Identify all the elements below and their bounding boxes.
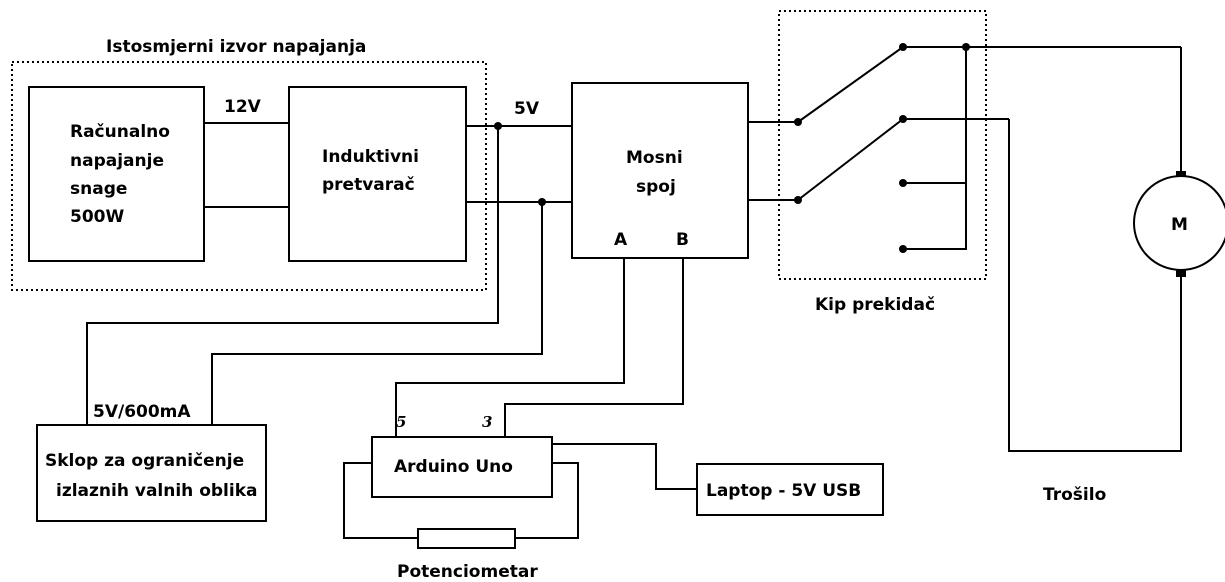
switch-label: Kip prekidač <box>815 295 935 315</box>
toggle-switch-boundary <box>778 10 987 280</box>
arduino-pin-3-label: 3 <box>482 413 492 431</box>
limiter-label-line-1: Sklop za ograničenje <box>45 451 244 471</box>
motor-symbol <box>1133 175 1225 271</box>
bridge-pin-a-label: A <box>614 230 628 250</box>
psu-label-line-2: napajanje <box>70 151 164 171</box>
wire-arduino-to-laptop <box>552 443 697 490</box>
voltage-5v-label: 5V <box>514 99 540 119</box>
voltage-12v-label: 12V <box>224 97 262 117</box>
dc-source-title: Istosmjerni izvor napajanja <box>106 37 366 57</box>
psu-block <box>28 86 205 262</box>
limiter-label-line-2: izlaznih valnih oblika <box>56 481 257 501</box>
wires-bridge-to-arduino <box>395 258 684 437</box>
junction-nodes <box>494 43 970 253</box>
switch-contacts <box>797 46 1181 250</box>
psu-label-line-1: Računalno <box>70 122 170 142</box>
wires-potentiometer-loop <box>343 462 579 539</box>
limiter-supply-label: 5V/600mA <box>93 402 191 422</box>
motor-label: M <box>1171 215 1188 235</box>
wires-bridge-to-switch <box>748 121 798 201</box>
psu-label-line-3: snage <box>70 179 127 199</box>
bridge-label-line-2: spoj <box>636 177 676 197</box>
converter-block <box>288 86 467 262</box>
arduino-pin-5-label: 5 <box>396 413 406 431</box>
wires-converter-to-bridge <box>466 125 572 203</box>
converter-label-line-1: Induktivni <box>322 147 419 167</box>
wires-limiter-supply <box>86 126 543 425</box>
arduino-block <box>371 436 553 498</box>
limiter-block <box>36 424 267 522</box>
arduino-label: Arduino Uno <box>394 457 513 477</box>
converter-label-line-2: pretvarač <box>322 175 415 195</box>
psu-label-line-4: 500W <box>70 207 124 227</box>
bridge-label-line-1: Mosni <box>626 148 683 168</box>
dc-source-group-boundary <box>11 61 487 291</box>
load-label: Trošilo <box>1043 485 1106 505</box>
bridge-pin-b-label: B <box>676 230 689 250</box>
laptop-label: Laptop - 5V USB <box>706 481 861 501</box>
laptop-block <box>696 463 884 516</box>
bridge-block <box>571 82 749 259</box>
potentiometer-label: Potenciometar <box>397 562 538 582</box>
wires-psu-to-converter <box>204 122 289 208</box>
potentiometer-symbol <box>417 528 516 549</box>
